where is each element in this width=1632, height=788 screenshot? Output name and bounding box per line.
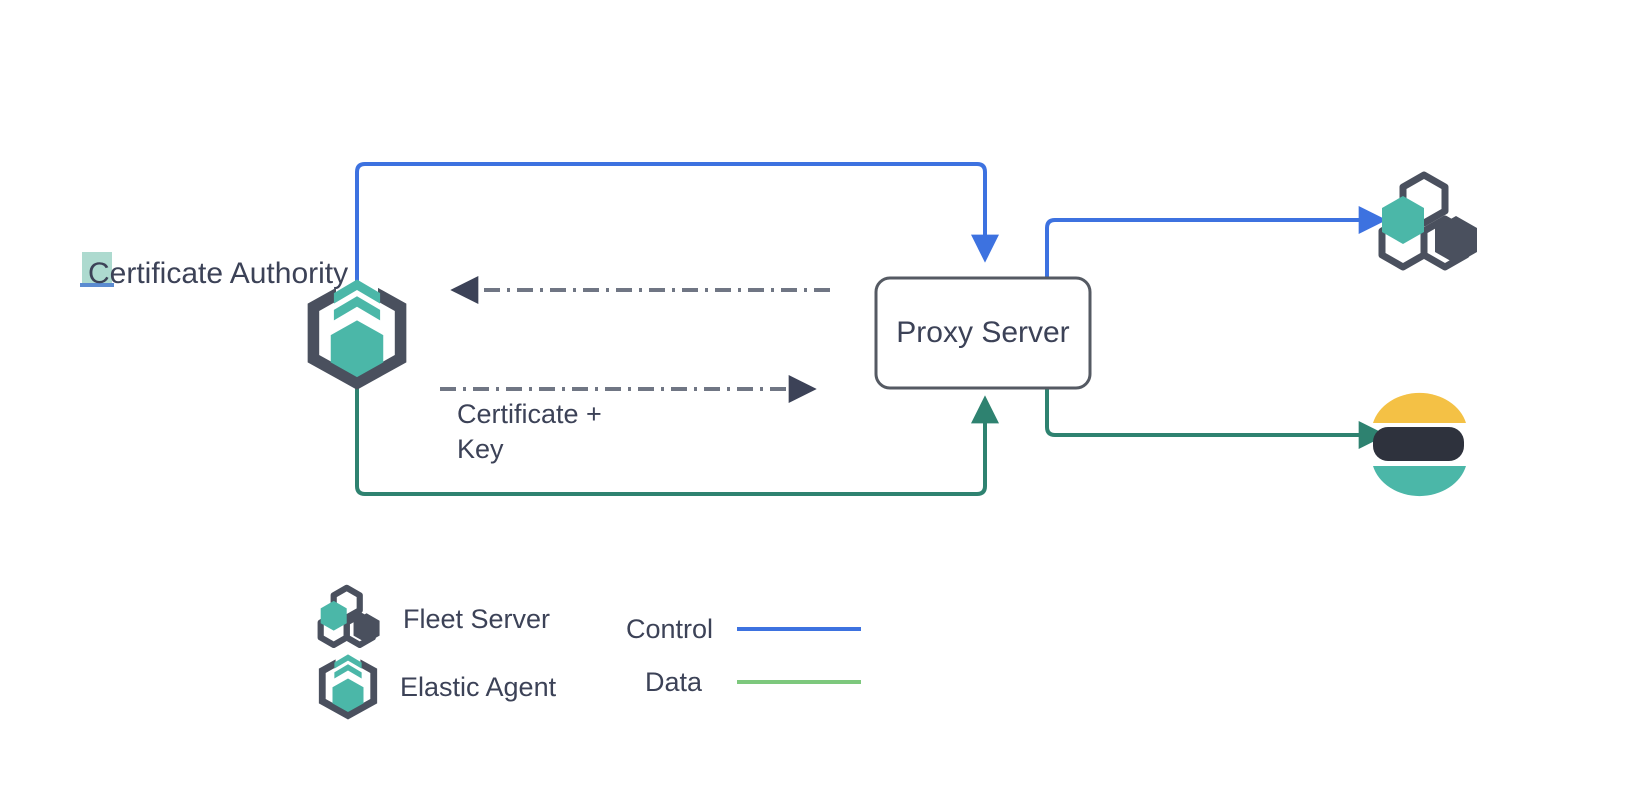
elastic-agent-icon (307, 279, 407, 390)
elasticsearch-icon (1373, 392, 1466, 497)
legend: Fleet Server Elastic Agent Control Data (317, 584, 861, 720)
text-selection-underline (80, 283, 114, 287)
edge-proxy-to-elasticsearch-data (1045, 380, 1387, 449)
legend-fleet-server-item: Fleet Server (317, 584, 550, 649)
legend-fleet-hex-top (330, 584, 363, 621)
fleet-server-icon (1378, 171, 1477, 271)
legend-control-item: Control (626, 614, 861, 644)
certificate-authority-label: Certificate Authority (88, 257, 348, 290)
edge-agent-to-proxy-control (355, 162, 999, 290)
legend-elastic-agent-label: Elastic Agent (400, 672, 557, 702)
legend-agent-chevron-top (334, 654, 362, 669)
elastic-agent-outline (307, 287, 407, 390)
fleet-hex-filled-teal (1382, 196, 1424, 244)
proxy-server-label: Proxy Server (896, 316, 1069, 349)
elasticsearch-top-arc (1373, 392, 1466, 423)
legend-data-item: Data (645, 667, 861, 697)
proxy-server-node[interactable]: Proxy Server (874, 276, 1092, 390)
data-edge-line (355, 375, 999, 496)
legend-agent-outline (318, 659, 378, 720)
certificate-edge-label-line1: Certificate + (457, 399, 602, 429)
elastic-agent-chevron-top (333, 279, 381, 304)
elasticsearch-bottom-arc (1373, 466, 1466, 497)
legend-agent-chevron-bottom (334, 664, 362, 679)
legend-fleet-hex-filled-teal (320, 600, 347, 631)
legend-data-label: Data (645, 667, 703, 697)
elasticsearch-bar (1373, 427, 1464, 461)
edge-agent-to-proxy-data (355, 375, 999, 496)
legend-control-label: Control (626, 614, 713, 644)
edge-proxy-to-fleet-control (1045, 206, 1387, 278)
certificate-edge-label-line2: Key (457, 434, 504, 464)
legend-fleet-hex-filled-dark (353, 613, 380, 644)
data-edge-elasticsearch-line (1045, 380, 1387, 449)
control-edge-fleet-line (1045, 206, 1387, 278)
legend-agent-core-hexagon (332, 678, 364, 713)
certificate-authority-node[interactable]: Certificate Authority (80, 252, 348, 290)
edge-ca-to-proxy-cert: Certificate + Key (440, 375, 817, 464)
text-selection-highlight (82, 252, 112, 285)
legend-fleet-server-icon (317, 584, 380, 649)
elastic-agent-chevron-bottom (333, 296, 381, 321)
proxy-server-box (874, 276, 1092, 390)
control-edge-line (355, 162, 999, 290)
elastic-agent-core-hexagon (330, 320, 384, 378)
legend-elastic-agent-icon (318, 654, 378, 720)
fleet-hex-filled-dark (1435, 216, 1477, 264)
legend-fleet-server-label: Fleet Server (403, 604, 550, 634)
legend-elastic-agent-item: Elastic Agent (318, 654, 557, 720)
